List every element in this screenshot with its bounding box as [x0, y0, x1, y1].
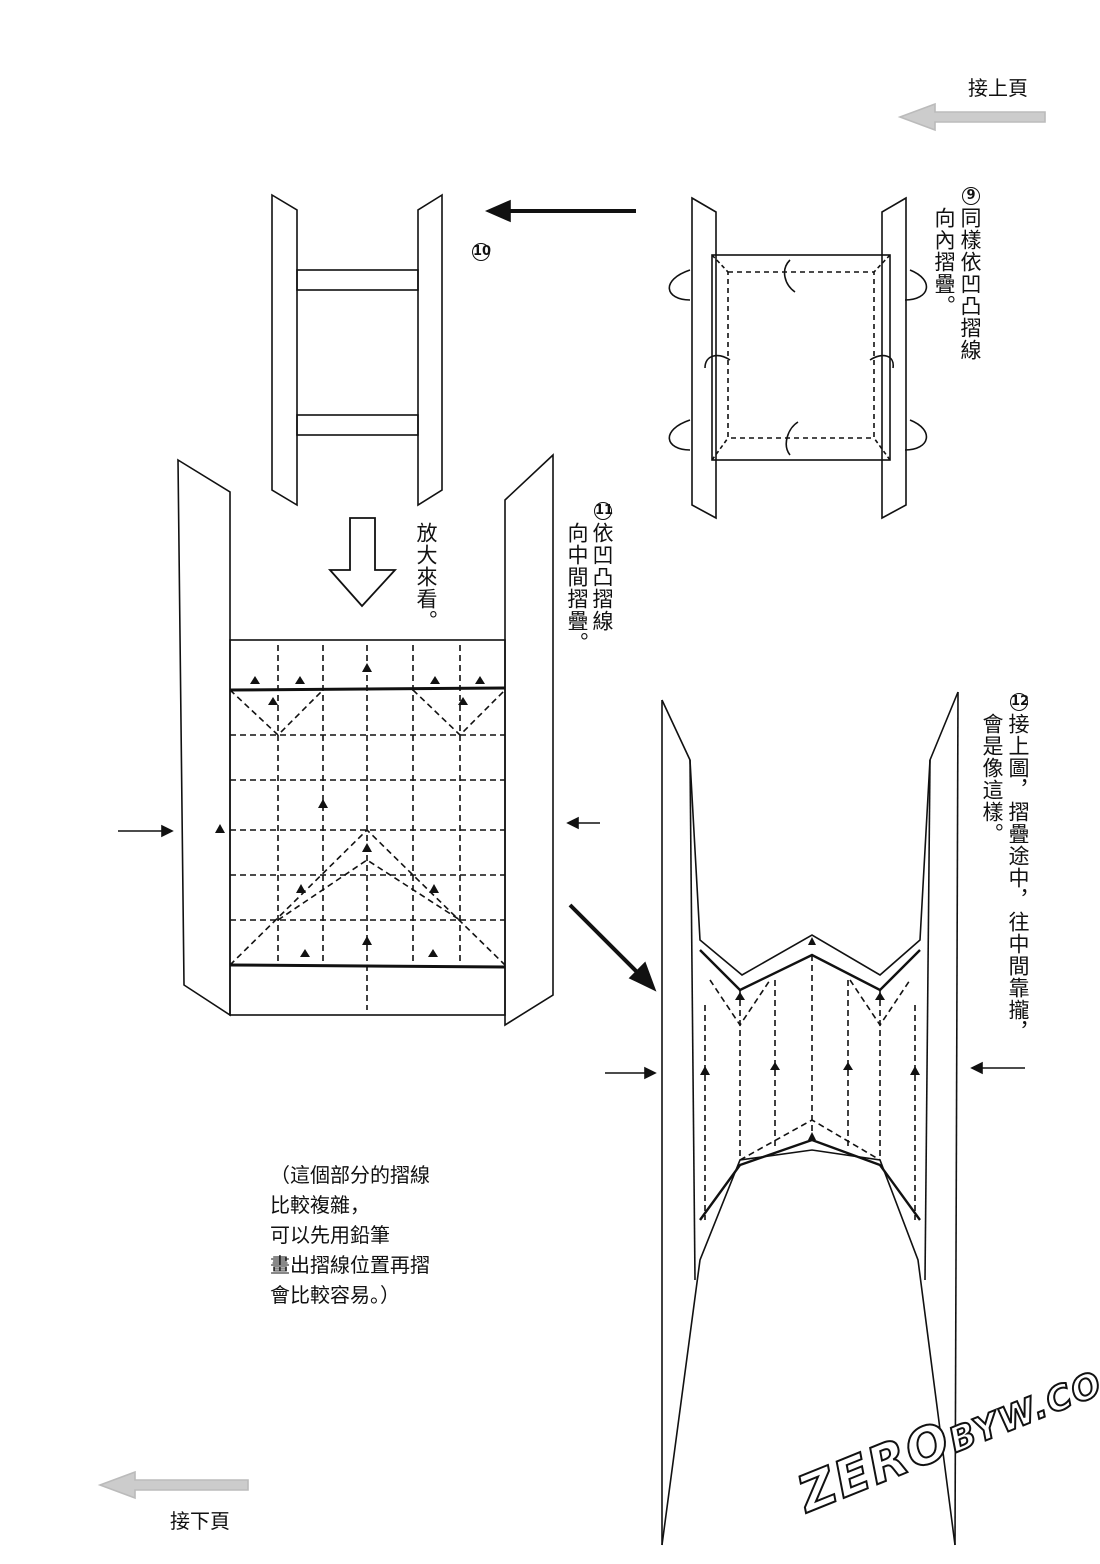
step-11-number: 11 [594, 502, 614, 520]
step-9-number: 9 [962, 187, 980, 205]
step-12-diagram [661, 691, 959, 1546]
step-9-line-2: 向內摺疊。 [932, 207, 956, 317]
prev-page-label[interactable]: 接上頁 [968, 76, 1028, 100]
step-12-number: 12 [1010, 693, 1030, 711]
arrow-left-icon [484, 199, 636, 223]
push-arrows [118, 816, 1025, 1080]
fold-marker-icons [215, 663, 485, 957]
step-12-line-1: 接上圖，摺疊途中，往中間靠攏， [1006, 713, 1030, 1043]
step-11-line-2: 向中間摺疊。 [565, 522, 589, 654]
prev-page-arrow-icon [897, 102, 1046, 132]
step-9-diagram [668, 196, 928, 520]
next-page-label[interactable]: 接下頁 [170, 1509, 230, 1533]
zoom-note: 放大來看。 [414, 522, 438, 632]
step-12-line-2: 會是像這樣。 [980, 713, 1004, 845]
step-11-line-1: 依凹凸摺線 [590, 522, 614, 632]
step-10-number: 10 [472, 243, 492, 261]
step-9-line-1: 同樣依凹凸摺線 [958, 207, 982, 361]
step-11-diagram [177, 453, 554, 1027]
step-10-diagram [271, 193, 443, 507]
enlarge-arrow-icon [327, 517, 398, 608]
side-note: （這個部分的摺線 比較複雜， 可以先用鉛筆 畫出摺線位置再摺 會比較容易。） [270, 1163, 430, 1307]
next-page-arrow-icon [97, 1470, 249, 1500]
